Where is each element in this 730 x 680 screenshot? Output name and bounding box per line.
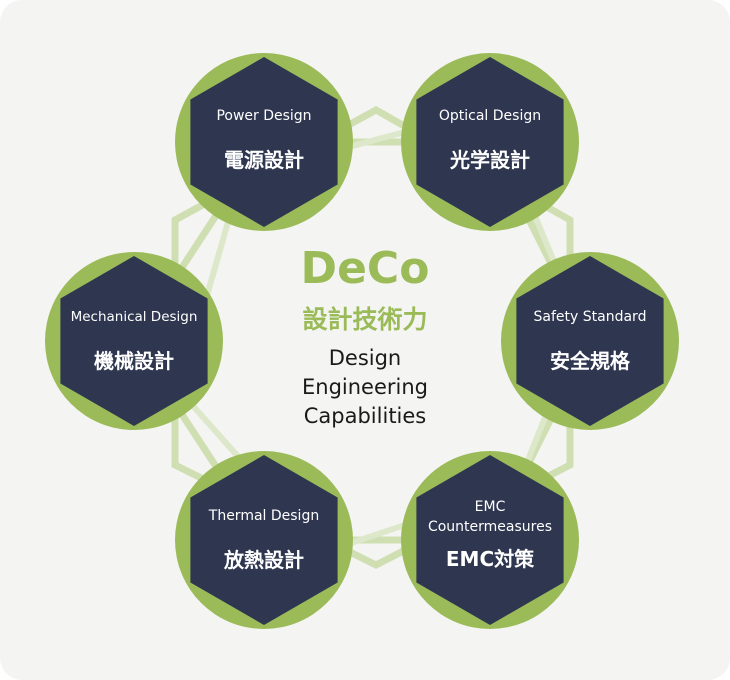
- node-label-jp: 機械設計: [94, 349, 174, 373]
- node-label-jp: 電源設計: [224, 148, 304, 172]
- node-hexagon: [416, 57, 564, 227]
- node-optical-design: Optical Design 光学設計: [400, 52, 580, 232]
- node-hexagon: [416, 455, 564, 625]
- node-safety-standard: Safety Standard 安全規格: [500, 251, 680, 431]
- node-label-en: Countermeasures: [427, 519, 553, 535]
- node-hexagon: [190, 57, 338, 227]
- node-label-en: Thermal Design: [208, 508, 320, 524]
- node-label-en: Safety Standard: [533, 309, 647, 325]
- node-label-jp: EMC対策: [445, 547, 535, 571]
- node-thermal-design: Thermal Design 放熱設計: [174, 450, 354, 630]
- node-hexagon: [60, 256, 208, 426]
- node-label-jp: 放熱設計: [224, 548, 304, 572]
- node-label-en: Optical Design: [438, 108, 542, 124]
- subtitle-line: Capabilities: [303, 404, 427, 428]
- node-hexagon: [190, 455, 338, 625]
- node-hexagon: [516, 256, 664, 426]
- node-emc-countermeasures: EMC Countermeasures EMC対策: [400, 450, 580, 630]
- node-label-en: EMC: [474, 499, 506, 515]
- center-subtitle-jp: 設計技術力: [302, 305, 428, 334]
- node-label-en: Mechanical Design: [70, 309, 198, 325]
- center-subtitle-en: Design Engineering Capabilities: [265, 344, 465, 431]
- subtitle-line: Engineering: [302, 375, 428, 399]
- node-mechanical-design: Mechanical Design 機械設計: [44, 251, 224, 431]
- outer-connector-polygon: [171, 105, 574, 569]
- node-label-en: Power Design: [216, 108, 312, 124]
- node-label-jp: 安全規格: [550, 349, 630, 373]
- node-label-jp: 光学設計: [450, 148, 530, 172]
- node-power-design: Power Design 電源設計: [174, 52, 354, 232]
- subtitle-line: Design: [328, 346, 402, 370]
- center-title: DeCo: [300, 243, 430, 294]
